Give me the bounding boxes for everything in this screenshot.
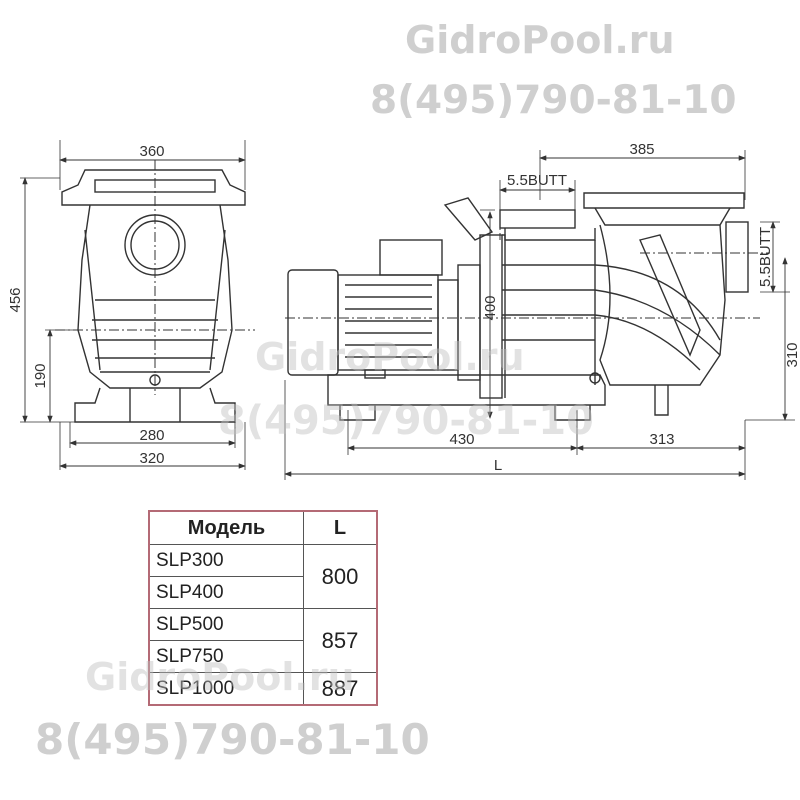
dim-label-313: 313 [649,431,674,448]
dim-label-310: 310 [784,342,800,367]
model-cell: SLP400 [148,576,304,609]
dim-label-190: 190 [32,363,49,388]
length-cell: 800 [303,544,378,609]
model-cell: SLP300 [148,544,304,577]
dim-label-280: 280 [139,427,164,444]
model-cell: SLP750 [148,640,304,673]
watermark-phone-bottom: 8(495)790-81-10 [35,715,430,764]
dim-label-L: L [494,457,502,474]
side-view-pump [287,192,749,421]
model-cell: SLP1000 [148,672,304,706]
watermark-phone-middle: 8(495)790-81-10 [218,398,594,444]
table-row: SLP300 800 [148,544,378,609]
watermark-phone-top: 8(495)790-81-10 [370,78,737,123]
watermark-site-bottom: GidroPool.ru [85,655,355,699]
dim-label-5.5butt-top: 5.5BUTT [507,172,567,189]
header-L: L [303,510,378,545]
table-row: SLP500 857 [148,608,378,673]
dim-label-320: 320 [139,450,164,467]
table-header-row: Модель L [148,510,378,545]
header-model: Модель [148,510,304,545]
dim-label-385: 385 [629,141,654,158]
table-row: SLP750 [148,640,377,673]
dim-label-430: 430 [449,431,474,448]
table-row: SLP1000 887 [148,672,378,706]
dim-label-400: 400 [482,295,499,320]
dim-label-360: 360 [139,143,164,160]
watermark-site-top: GidroPool.ru [405,18,675,62]
dim-label-5.5butt-side: 5.5BUTT [757,227,774,287]
table-row: SLP400 [148,576,377,609]
front-view-pump [61,169,246,423]
model-cell: SLP500 [148,608,304,641]
length-cell: 857 [303,608,378,673]
dim-label-456: 456 [7,287,24,312]
model-length-table: Модель L SLP300 800 SLP400 SLP500 857 SL… [148,510,378,706]
length-cell: 887 [303,672,378,706]
watermark-site-middle: GidroPool.ru [255,335,525,379]
